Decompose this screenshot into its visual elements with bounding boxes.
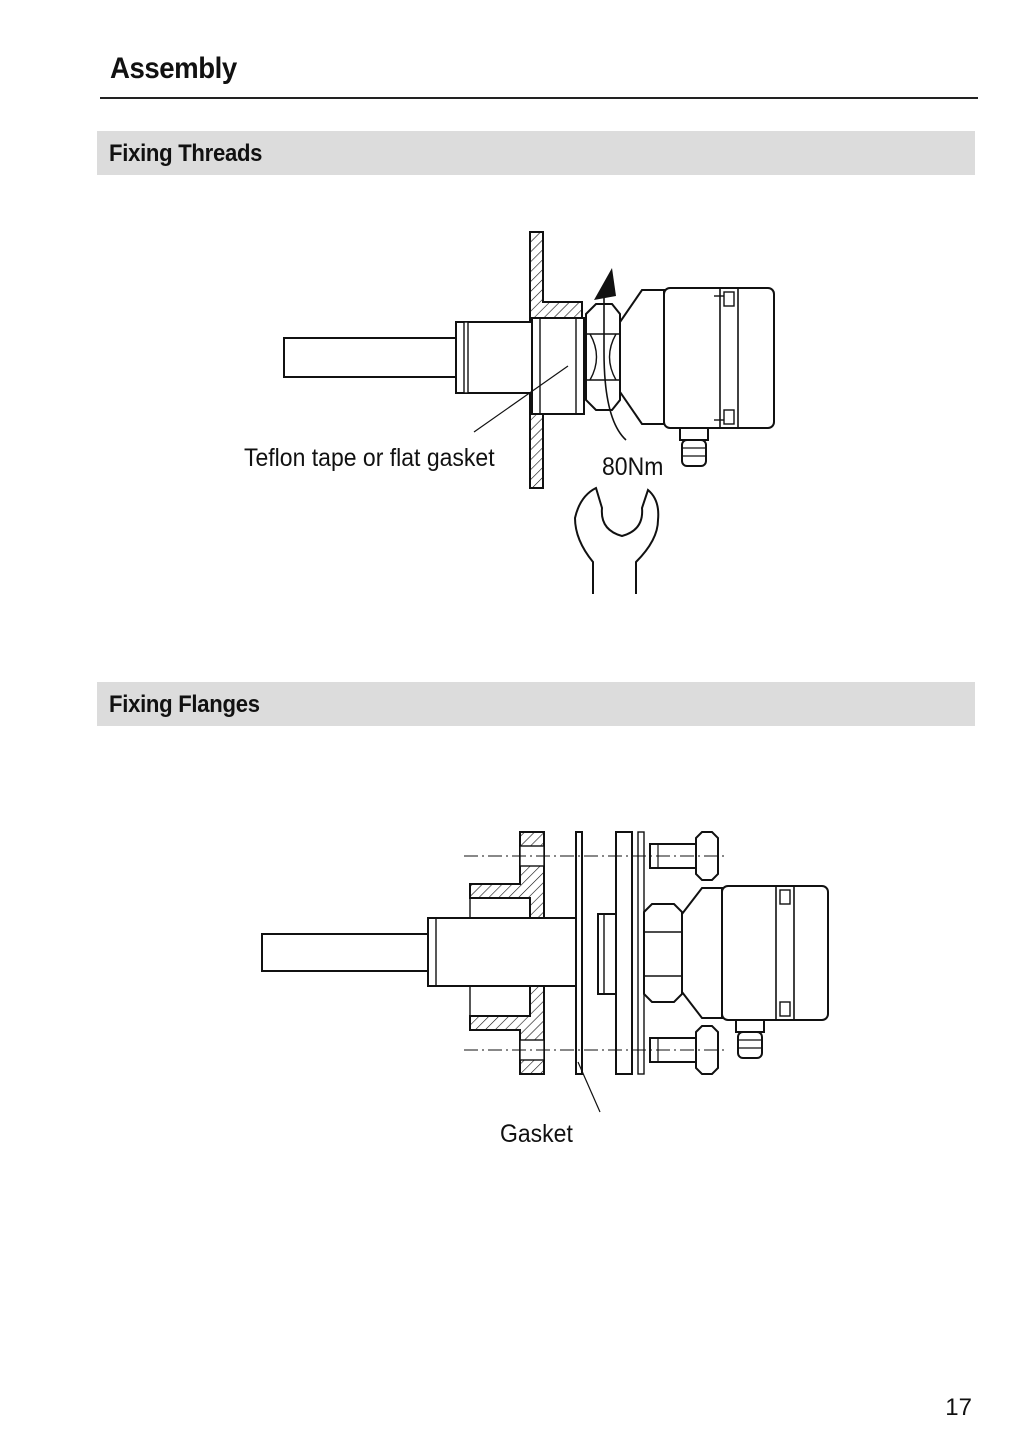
gasket-leader-line [577,1061,601,1113]
housing-neck [681,887,723,1019]
cable-gland [735,1019,765,1033]
hex-nut [643,903,683,1003]
section-bar-fixing-flanges: Fixing Flanges [97,682,975,726]
torque-arrow [603,298,627,441]
cable-gland [679,427,709,441]
gasket [575,831,583,1075]
electronics-housing [721,885,829,1021]
probe-sleeve [427,917,577,987]
instrument-flange [615,831,633,1075]
threaded-fitting [597,913,617,995]
hex-nut [585,303,621,411]
label-torque-80nm: 80Nm [602,453,664,481]
page-title: Assembly [110,52,237,85]
gasket-leader-line [473,365,569,433]
section-title: Fixing Threads [109,140,263,167]
wrench [573,486,660,594]
housing-neck [619,289,665,425]
section-bar-fixing-threads: Fixing Threads [97,131,975,175]
flange-mount-drawing [261,831,829,1113]
thread-mount-drawing [283,231,775,594]
probe-rod [261,933,431,972]
electronics-housing [663,287,775,429]
probe-rod [283,337,457,378]
label-teflon-tape-or-flat-gasket: Teflon tape or flat gasket [244,444,495,472]
label-gasket: Gasket [500,1120,573,1148]
section-title: Fixing Flanges [109,691,260,718]
page-number: 17 [945,1394,972,1421]
title-rule [100,97,978,99]
